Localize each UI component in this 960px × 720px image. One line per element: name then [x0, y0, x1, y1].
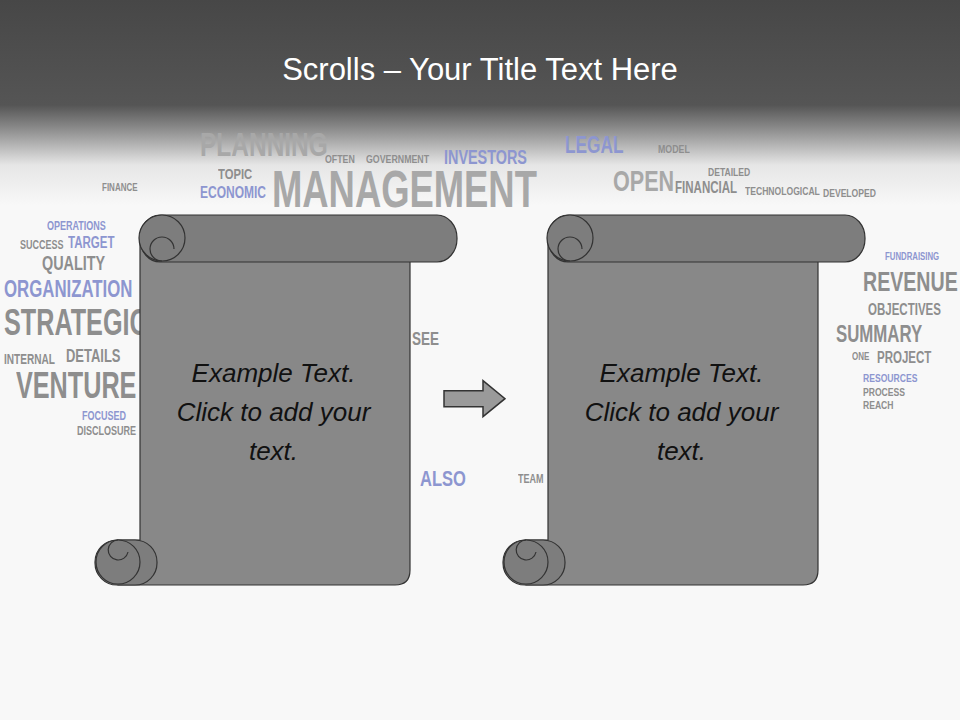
word-cloud-word: DISCLOSURE — [77, 425, 136, 437]
word-cloud-word: ALSO — [420, 468, 466, 490]
word-cloud-word: PROCESS — [863, 387, 905, 398]
word-cloud-word: FINANCIAL — [675, 180, 737, 196]
word-cloud-word: ORGANIZATION — [4, 277, 132, 301]
word-cloud-word: OPEN — [613, 166, 674, 196]
scroll-text: Example Text. Click to add your text. — [572, 354, 792, 471]
word-cloud-word: SUMMARY — [836, 322, 922, 346]
block-arrow — [444, 381, 505, 417]
word-cloud-word: INTERNAL — [4, 352, 55, 366]
word-cloud-word: TOPIC — [218, 166, 252, 181]
word-cloud-word: TEAM — [518, 473, 544, 485]
word-cloud-word: TECHNOLOGICAL — [745, 186, 820, 197]
word-cloud-word: PLANNING — [200, 127, 328, 161]
scroll-text: Example Text. Click to add your text. — [164, 354, 384, 471]
word-cloud-word: LEGAL — [565, 133, 624, 157]
word-cloud-word: PROJECT — [877, 350, 931, 366]
word-cloud-word: SUCCESS — [20, 239, 64, 251]
scroll-box: Example Text. Click to add your text. — [545, 240, 818, 585]
word-cloud-word: MANAGEMENT — [272, 163, 537, 215]
word-cloud-word: OBJECTIVES — [868, 302, 941, 318]
word-cloud-word: REVENUE — [863, 268, 958, 296]
word-cloud-word: FUNDRAISING — [885, 252, 939, 262]
word-cloud-word: FOCUSED — [82, 410, 126, 422]
word-cloud-word: ECONOMIC — [200, 185, 266, 201]
word-cloud-word: OPERATIONS — [47, 220, 106, 232]
word-cloud-word: VENTURE — [16, 368, 136, 404]
scroll-box: Example Text. Click to add your text. — [137, 240, 410, 585]
word-cloud-word: ONE — [852, 352, 869, 362]
word-cloud-word: REACH — [863, 400, 894, 411]
slide-title: Scrolls – Your Title Text Here — [0, 52, 960, 88]
word-cloud-word: FINANCE — [102, 183, 138, 193]
word-cloud-word: STRATEGIC — [4, 305, 148, 341]
word-cloud-word: DEVELOPED — [823, 188, 876, 199]
word-cloud-word: MODEL — [658, 144, 690, 155]
word-cloud-word: QUALITY — [42, 253, 105, 273]
word-cloud-word: DETAILS — [66, 347, 120, 365]
word-cloud-word: TARGET — [68, 235, 115, 251]
word-cloud-word: SEE — [412, 330, 439, 348]
word-cloud-word: RESOURCES — [863, 373, 917, 384]
word-cloud-word: DETAILED — [708, 167, 750, 178]
